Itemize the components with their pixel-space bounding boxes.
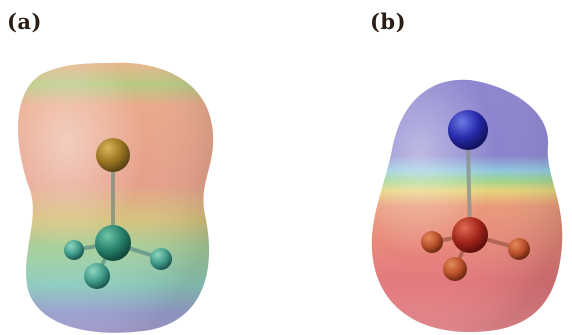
atom-teal-center: [95, 225, 131, 261]
atom-red-center: [452, 217, 488, 253]
atom-orange-left: [421, 231, 443, 253]
atom-teal-small-bottom: [84, 263, 110, 289]
atom-orange-bottom: [443, 257, 467, 281]
atom-gold: [96, 138, 130, 172]
panel-label-b: (b): [370, 9, 407, 34]
panel-label-a: (a): [7, 9, 42, 34]
atom-teal-small-left: [64, 240, 84, 260]
molecule-a: [18, 62, 214, 333]
molecule-b: [371, 79, 563, 333]
atom-teal-small-right: [150, 248, 172, 270]
atom-blue: [448, 110, 488, 150]
atom-orange-right: [508, 238, 530, 260]
